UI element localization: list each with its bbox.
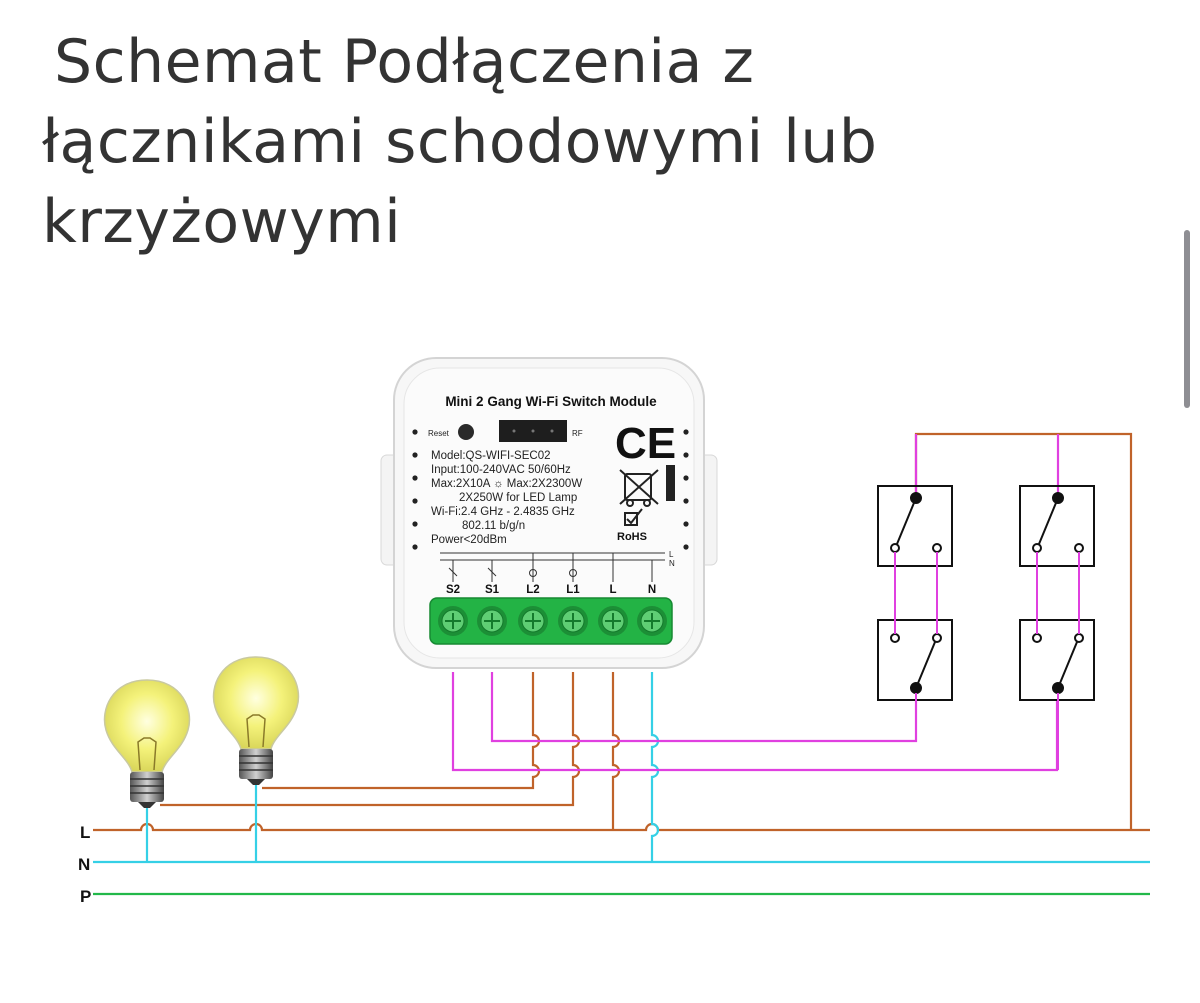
reset-button-icon[interactable] <box>458 424 474 440</box>
wire-n <box>650 672 660 862</box>
module-wires <box>145 432 1133 862</box>
terminal-screws <box>438 606 667 636</box>
terminal-label: L2 <box>526 584 539 596</box>
wire-l2 <box>262 672 541 790</box>
bulb-icon <box>212 656 300 785</box>
spec-line: Input:100-240VAC 50/60Hz <box>431 464 571 476</box>
spec-line: 802.11 b/g/n <box>462 520 525 532</box>
spec-line: Wi-Fi:2.4 GHz - 2.4835 GHz <box>431 506 575 518</box>
spec-line: Max:2X10A ☼ Max:2X2300W <box>431 478 582 490</box>
spec-line: Model:QS-WIFI-SEC02 <box>431 450 551 462</box>
live-line <box>93 822 1150 832</box>
terminal-label: L <box>609 584 616 596</box>
line-label-l: L <box>80 823 90 842</box>
scrollbar[interactable] <box>1184 230 1190 408</box>
wire-l <box>611 672 621 830</box>
weee-bin-icon <box>619 465 675 507</box>
wire-s1 <box>490 672 918 743</box>
line-label-n: N <box>78 855 90 874</box>
terminal-label: S2 <box>446 584 460 596</box>
rohs-label: RoHS <box>617 531 647 543</box>
stair-switch-icon <box>1019 619 1095 701</box>
wire-l1 <box>160 672 581 807</box>
title-line-1: Schemat Podłączenia z <box>54 27 755 97</box>
reset-label: Reset <box>428 429 450 438</box>
bus-label-n: N <box>669 559 675 568</box>
bus-label-l: L <box>669 550 674 559</box>
title-line-2: łącznikami schodowymi lub <box>42 107 878 177</box>
ce-mark-icon: CE <box>615 419 676 468</box>
rohs-check-icon <box>624 508 643 526</box>
terminal-labels: S2 S1 L2 L1 L N <box>446 584 656 596</box>
title-line-3: krzyżowymi <box>42 187 402 257</box>
module-header: Mini 2 Gang Wi-Fi Switch Module <box>445 394 657 409</box>
stair-switch-icon <box>877 619 953 701</box>
terminal-label: S1 <box>485 584 500 596</box>
switch-module: Mini 2 Gang Wi-Fi Switch Module Reset RF… <box>380 357 718 669</box>
stair-switch-icon <box>877 485 953 567</box>
switch-group <box>877 485 1095 770</box>
terminal-label: L1 <box>566 584 580 596</box>
supply-lines <box>93 822 1150 896</box>
bulb-icon <box>103 679 191 808</box>
rf-label: RF <box>572 429 583 438</box>
terminal-label: N <box>648 584 656 596</box>
module-specs: Model:QS-WIFI-SEC02 Input:100-240VAC 50/… <box>431 450 582 546</box>
line-label-p: P <box>80 887 91 906</box>
stair-switch-icon <box>1019 485 1095 567</box>
spec-line: Power<20dBm <box>431 534 507 546</box>
wire-s2 <box>451 672 1059 772</box>
spec-line: 2X250W for LED Lamp <box>459 492 577 504</box>
module-schematic <box>440 552 665 582</box>
page-title: Schemat Podłączenia z łącznikami schodow… <box>42 22 1142 262</box>
